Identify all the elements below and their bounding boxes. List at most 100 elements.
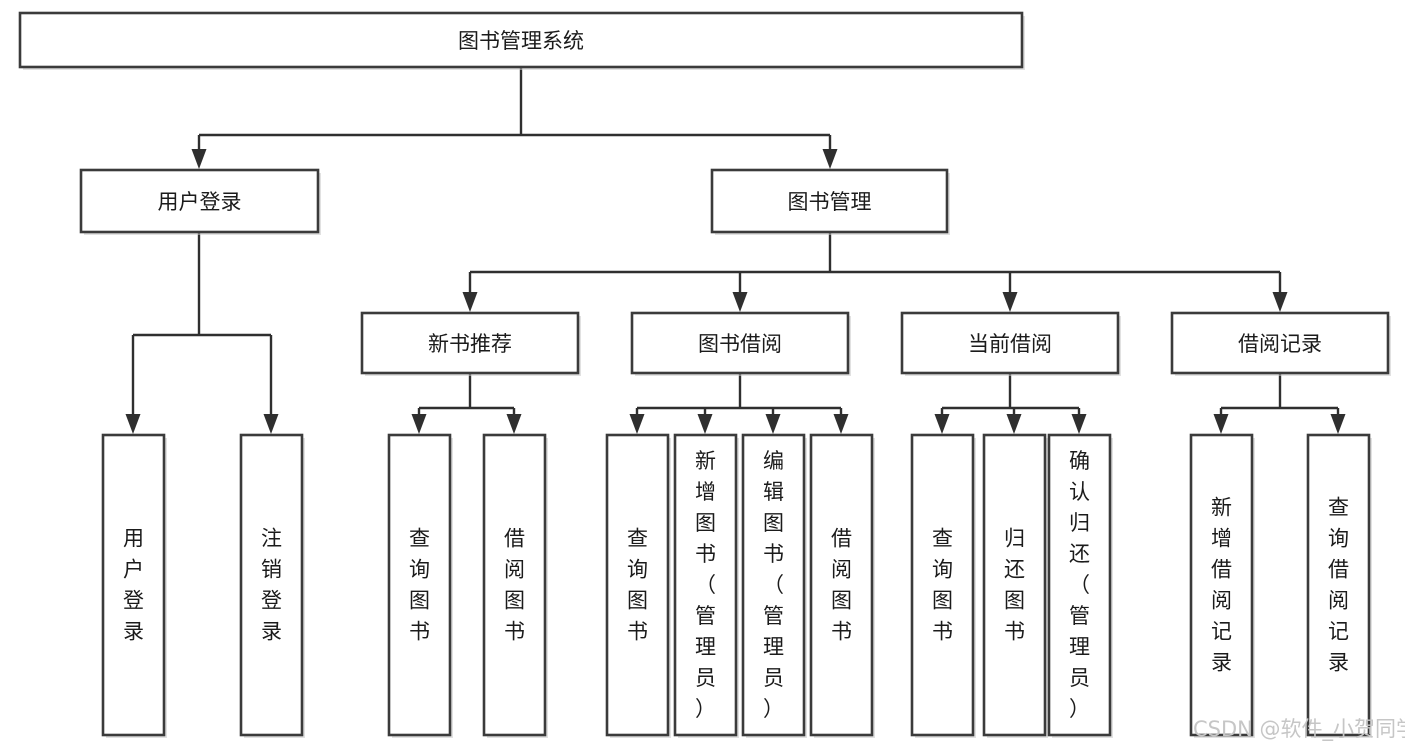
node-label-char: 阅 — [1328, 589, 1349, 613]
connector-user-login-to-leaves — [125, 232, 279, 434]
node-label-char: 查 — [932, 527, 953, 551]
connector-layer — [125, 67, 1346, 434]
node-label-char: 图 — [695, 511, 716, 535]
node-label-char: ） — [763, 697, 784, 721]
node-label-char: 借 — [1328, 558, 1349, 582]
node-label: 新书推荐 — [428, 332, 512, 356]
node-rect[interactable] — [910, 433, 975, 737]
node-rect[interactable] — [1189, 433, 1254, 737]
node-rect[interactable] — [239, 433, 304, 737]
node-rect[interactable] — [900, 311, 1120, 375]
node-leaf-user-login[interactable]: 用户登录 — [101, 433, 167, 738]
node-label-char: （ — [763, 573, 784, 597]
node-rect[interactable] — [1306, 433, 1371, 737]
node-rect[interactable] — [360, 311, 580, 375]
connector-root-to-level2 — [191, 67, 838, 169]
node-rect[interactable] — [1047, 433, 1112, 737]
connector-new-book-rec-to-leaves — [411, 373, 522, 434]
node-label-char: 编 — [763, 449, 784, 473]
node-rect[interactable] — [630, 311, 850, 375]
node-label-char: 还 — [1069, 542, 1090, 566]
node-label-char: 借 — [1211, 558, 1232, 582]
node-label-char: 新 — [695, 449, 716, 473]
node-label-char: 图 — [409, 589, 430, 613]
node-label-char: 员 — [763, 666, 784, 690]
node-label-char: 理 — [1069, 635, 1090, 659]
node-rect[interactable] — [605, 433, 670, 737]
node-label-char: 登 — [261, 589, 282, 613]
node-label: 用户登录 — [158, 190, 242, 214]
node-rect[interactable] — [18, 11, 1024, 69]
connector-book-borrow-to-leaves — [629, 373, 849, 434]
node-rect[interactable] — [741, 433, 806, 737]
node-label-char: 图 — [1004, 589, 1025, 613]
node-label: 当前借阅 — [968, 332, 1052, 356]
node-label-char: 增 — [695, 480, 716, 504]
node-label-char: 图 — [504, 589, 525, 613]
node-rect[interactable] — [673, 433, 738, 737]
node-book-manage[interactable]: 图书管理 — [710, 168, 950, 235]
node-layer: 图书管理系统用户登录图书管理新书推荐图书借阅当前借阅借阅记录用户登录注销登录查询… — [18, 11, 1391, 738]
node-label-char: 询 — [1328, 527, 1349, 551]
node-label-char: （ — [1069, 573, 1090, 597]
node-rect[interactable] — [101, 433, 166, 737]
node-label-char: 登 — [123, 589, 144, 613]
node-label-char: 书 — [409, 620, 430, 644]
node-label: 借阅记录 — [1238, 332, 1322, 356]
node-label-char: 询 — [932, 558, 953, 582]
node-label-char: 图 — [932, 589, 953, 613]
node-label-char: 图 — [627, 589, 648, 613]
node-label-char: 记 — [1211, 620, 1232, 644]
node-label-char: 书 — [932, 620, 953, 644]
node-label-char: 书 — [695, 542, 716, 566]
node-label-char: 阅 — [831, 558, 852, 582]
node-label-char: 阅 — [504, 558, 525, 582]
node-rect[interactable] — [982, 433, 1047, 737]
node-root-system[interactable]: 图书管理系统 — [18, 11, 1025, 70]
node-label-char: 借 — [831, 527, 852, 551]
node-rect[interactable] — [387, 433, 452, 737]
node-rect[interactable] — [1170, 311, 1390, 375]
node-label-char: 借 — [504, 527, 525, 551]
node-new-book-rec[interactable]: 新书推荐 — [360, 311, 581, 376]
node-label-char: 销 — [261, 558, 282, 582]
node-user-login[interactable]: 用户登录 — [79, 168, 321, 235]
node-label-char: 查 — [1328, 496, 1349, 520]
node-label-char: 图 — [763, 511, 784, 535]
node-label-char: 辑 — [763, 480, 784, 504]
connector-borrow-record-to-leaves — [1213, 373, 1346, 434]
node-rect[interactable] — [79, 168, 320, 234]
node-rect[interactable] — [482, 433, 547, 737]
node-label-char: 查 — [409, 527, 430, 551]
node-rect[interactable] — [710, 168, 949, 234]
node-label-char: ） — [695, 697, 716, 721]
node-label-char: 记 — [1328, 620, 1349, 644]
node-label-char: 确 — [1069, 449, 1090, 473]
node-label-char: 书 — [627, 620, 648, 644]
node-label-char: 增 — [1211, 527, 1232, 551]
node-current-borrow[interactable]: 当前借阅 — [900, 311, 1121, 376]
node-rect[interactable] — [809, 433, 874, 737]
node-label-char: 录 — [1328, 651, 1349, 675]
connector-level2-to-level3 — [462, 232, 1288, 312]
node-label-char: 注 — [261, 527, 282, 551]
node-borrow-record[interactable]: 借阅记录 — [1170, 311, 1391, 376]
node-label-char: 书 — [763, 542, 784, 566]
node-label: 图书借阅 — [698, 332, 782, 356]
node-label-char: 询 — [409, 558, 430, 582]
node-book-borrow[interactable]: 图书借阅 — [630, 311, 851, 376]
